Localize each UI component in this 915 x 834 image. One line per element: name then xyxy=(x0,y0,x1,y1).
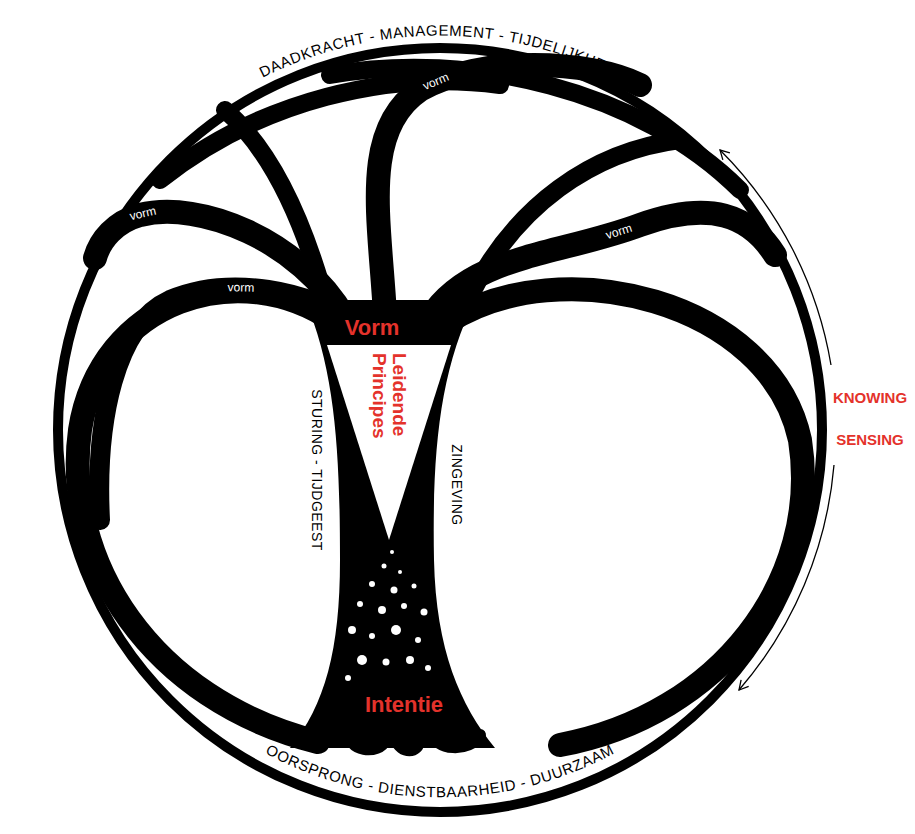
outer-ring xyxy=(58,48,822,812)
trunk xyxy=(290,300,495,748)
branches xyxy=(78,65,803,751)
principles-label: Leidende Principes xyxy=(369,353,409,449)
cycle-arrow xyxy=(720,150,831,365)
seed-dots xyxy=(345,550,431,681)
side-label: ZINGEVING xyxy=(447,442,464,528)
side-label: STURING - TIJDGEEST xyxy=(307,387,324,553)
cycle-label: KNOWING xyxy=(833,390,907,407)
arc-heading: OORSPRONG - DIENSTBAARHEID - DUURZAAM xyxy=(263,741,616,801)
branch-label: vorm xyxy=(227,281,254,295)
form-heading: Vorm xyxy=(345,316,400,340)
cycle-label: SENSING xyxy=(836,432,904,449)
arc-heading: DAADKRACHT - MANAGEMENT - TIJDELIJKHEID xyxy=(256,22,623,81)
intention-heading: Intentie xyxy=(365,693,443,717)
principles-triangle: Leidende Principes xyxy=(327,345,451,540)
arc-heading: DAADKRACHT - MANAGEMENT - TIJDELIJKHEID xyxy=(256,22,623,81)
arc-heading: OORSPRONG - DIENSTBAARHEID - DUURZAAM xyxy=(263,741,616,801)
cycle-arrow xyxy=(739,465,834,690)
